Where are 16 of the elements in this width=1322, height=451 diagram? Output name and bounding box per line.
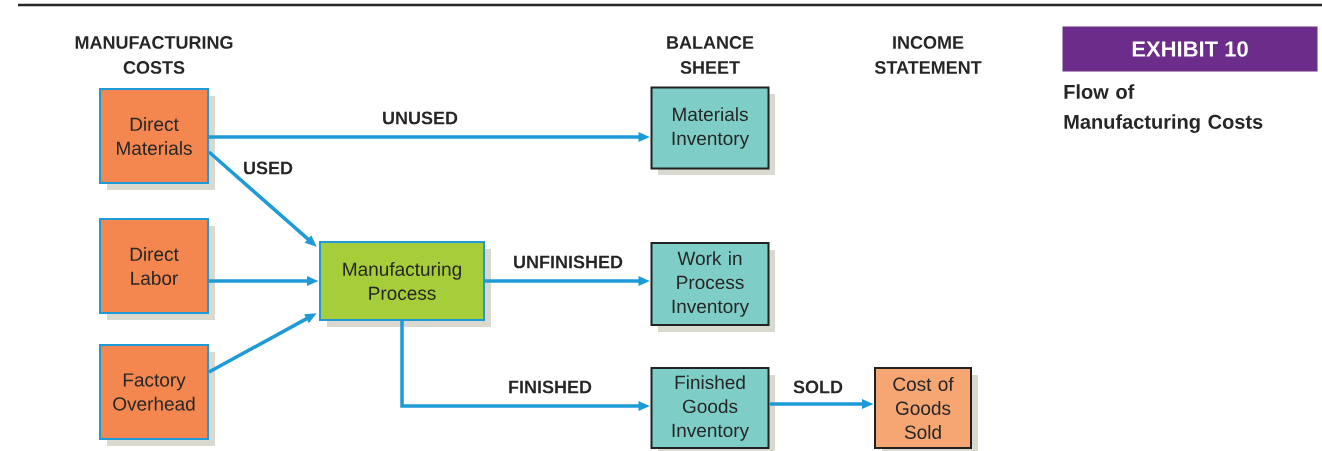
expense-box: Cost of Goods Sold (874, 367, 978, 451)
edge-label: UNFINISHED (514, 255, 623, 269)
column-heading: INCOME STATEMENT (874, 36, 982, 74)
edge-label: SOLD (793, 380, 843, 394)
edge-label: USED (244, 161, 293, 175)
cost-box: Direct Materials (99, 88, 215, 190)
cost-box: Direct Labor (99, 218, 215, 320)
edge-label: UNUSED (383, 111, 458, 125)
process-box: Manufacturing Process (319, 241, 491, 327)
exhibit-banner: EXHIBIT 10 (1062, 26, 1318, 72)
inventory-box: Materials Inventory (650, 86, 775, 175)
exhibit-title: Flow of Manufacturing Costs (1064, 84, 1263, 133)
inventory-box: Work in Process Inventory (650, 242, 775, 332)
cost-box: Factory Overhead (99, 344, 215, 446)
inventory-box: Finished Goods Inventory (650, 367, 775, 451)
edge-label: FINISHED (509, 380, 592, 394)
